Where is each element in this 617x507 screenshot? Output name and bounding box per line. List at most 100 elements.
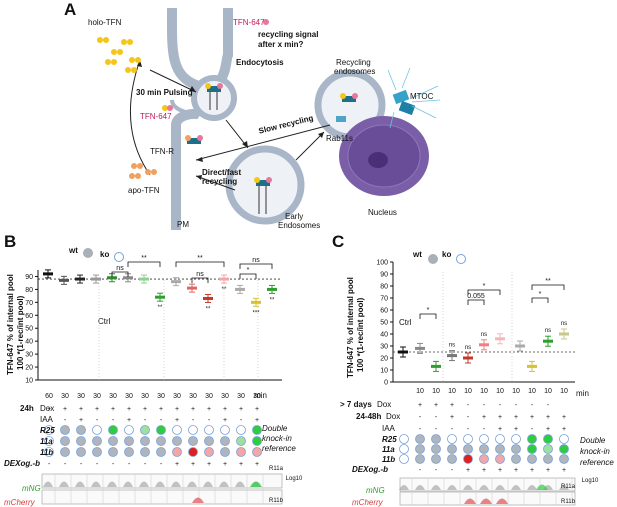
dexog-row-cell-c: -: [435, 467, 438, 474]
y-tick-label-c: 0: [384, 380, 388, 387]
dox-row-cell-b: +: [191, 406, 195, 413]
genotype-circle-b: [92, 447, 102, 457]
label-rab11: Rab11s: [326, 134, 353, 143]
ctrl-label-c: Ctrl: [399, 318, 412, 327]
label-holo-tfn: holo-TFN: [88, 18, 122, 27]
genotype-circle-b: [156, 436, 166, 446]
flow-histogram-mng-c: [463, 485, 473, 490]
flow-histogram-mng-c: [431, 485, 441, 490]
flow-histogram-mng-b: [155, 481, 165, 487]
label-pulsing: 30 min Pulsing: [136, 88, 193, 97]
dexog-row-cell-c: +: [466, 467, 470, 474]
genotype-circle-c: [447, 444, 457, 454]
x-tick-label-c: 10: [464, 388, 472, 395]
dox-row-cell-b: +: [127, 406, 131, 413]
y-tick-label-b: 40: [25, 339, 33, 346]
r11b-label-b: 11b: [40, 448, 54, 457]
genotype-circle-b: [220, 425, 230, 435]
genotype-circle-b: [92, 436, 102, 446]
significance-bracket-c: [531, 284, 565, 290]
flow-peak-red-c: [480, 498, 492, 504]
x-tick-label-c: 10: [432, 388, 440, 395]
significance-label-b: **: [197, 255, 203, 262]
panel-c-letter: C: [332, 232, 345, 251]
dox-row-cell-b: +: [207, 406, 211, 413]
d7-label: > 7 days: [340, 400, 372, 409]
mean-marker-b: [43, 272, 53, 276]
dox-row-cell-b: +: [47, 406, 51, 413]
iaa-label-c: IAA: [382, 424, 395, 433]
dexog-row-cell-b: -: [48, 461, 51, 468]
dko-label-b1: Double: [262, 424, 288, 433]
dexog-row-cell-c: +: [482, 467, 486, 474]
genotype-circle-b: [236, 425, 246, 435]
dexog-row-cell-b: -: [128, 461, 131, 468]
x-tick-label-b: 30: [61, 393, 69, 400]
flow-peak-red-b: [192, 497, 204, 503]
genotype-circle-b: [76, 436, 86, 446]
genotype-circle-b: [140, 425, 150, 435]
genotype-circle-c: [527, 454, 537, 464]
dko-label-c3: reference: [580, 458, 614, 467]
dexog-row-cell-b: +: [223, 461, 227, 468]
d7-row-cell-c: -: [547, 402, 550, 409]
tfn647-star-icon: [263, 19, 269, 25]
genotype-circle-b: [140, 436, 150, 446]
label-tfn647-b: TFN-647: [140, 112, 172, 121]
genotype-circle-c: [399, 434, 409, 444]
iaa-row-cell-c: +: [498, 426, 502, 433]
dox-row-cell-b: +: [239, 406, 243, 413]
legend-wt-c: wt: [413, 250, 422, 259]
y-tick-label-b: 70: [25, 300, 33, 307]
r11a-label-c: 11a: [382, 445, 395, 454]
significance-bracket-c: [467, 299, 485, 305]
dox-row-cell-b: +: [79, 406, 83, 413]
genotype-circle-c: [463, 454, 473, 464]
flow-histogram-mng-b: [59, 481, 69, 487]
genotype-circle-c: [447, 454, 457, 464]
label-apo-tfn: apo-TFN: [128, 186, 160, 195]
mean-marker-b: [235, 287, 245, 291]
genotype-circle-c: [463, 444, 473, 454]
endocytic-vesicle: [191, 75, 237, 121]
iaa-row-cell-b: -: [64, 417, 67, 424]
point-significance-b: ***: [252, 310, 260, 316]
r11a-tag-c: R11a: [561, 484, 576, 490]
genotype-circle-b: [108, 436, 118, 446]
x-tick-label-b: 30: [221, 393, 229, 400]
genotype-circle-b: [236, 436, 246, 446]
point-significance-b: **: [158, 305, 163, 311]
x-tick-label-b: 60: [45, 393, 53, 400]
genotype-circle-c: [495, 454, 505, 464]
iaa-row-cell-c: -: [451, 426, 454, 433]
genotype-circle-c: [495, 434, 505, 444]
genotype-circle-b: [204, 436, 214, 446]
dexog-row-cell-b: +: [207, 461, 211, 468]
significance-bracket-c: [531, 297, 549, 303]
genotype-circle-c: [415, 444, 425, 454]
y-tick-label-c: 90: [380, 272, 388, 279]
d7-row-cell-c: -: [499, 402, 502, 409]
mean-marker-c: [479, 343, 489, 347]
point-significance-b: **: [270, 297, 275, 303]
iaa-row-cell-b: -: [160, 417, 163, 424]
mean-marker-b: [75, 277, 85, 281]
mean-marker-b: [139, 277, 149, 281]
mean-marker-b: [251, 300, 261, 304]
flow-histogram-mng-c: [559, 485, 569, 490]
x-tick-label-b: 30: [93, 393, 101, 400]
significance-label-c: *: [427, 307, 430, 314]
iaa-row-cell-b: +: [223, 417, 227, 424]
r11a-label-b: 11a: [40, 437, 53, 446]
x-tick-label-b: 30: [237, 393, 245, 400]
holo-tfn-icon: [97, 37, 141, 73]
flow-histogram-mng-b: [203, 481, 213, 487]
y-tick-label-c: 70: [380, 296, 388, 303]
genotype-circle-b: [172, 447, 182, 457]
genotype-circle-b: [124, 447, 134, 457]
mtoc-icon: [387, 67, 441, 129]
genotype-circle-b: [204, 425, 214, 435]
panel-b-letter: B: [4, 232, 17, 251]
genotype-circle-b: [252, 425, 262, 435]
iaa-row-cell-c: -: [467, 426, 470, 433]
